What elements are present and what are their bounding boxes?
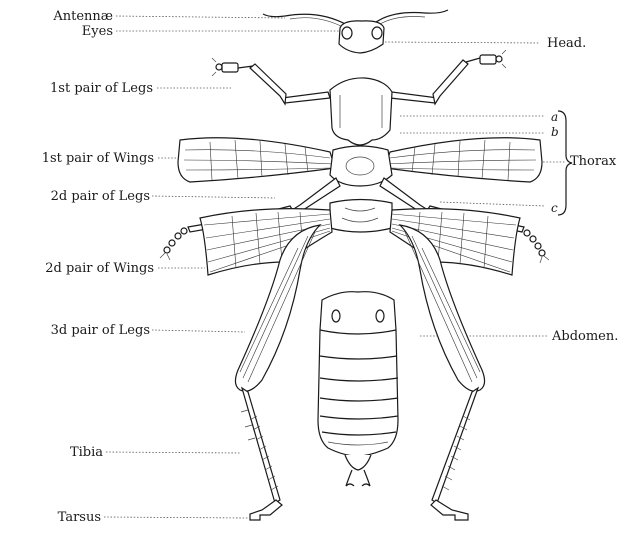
- label-seg-c: c: [551, 201, 558, 215]
- label-antennae: Antennæ: [52, 9, 113, 24]
- label-tarsus: Tarsus: [58, 510, 101, 525]
- label-eyes: Eyes: [82, 24, 113, 39]
- thorax-brace: [558, 111, 572, 215]
- label-seg-a: a: [551, 110, 558, 124]
- prothorax-illustration: [330, 78, 392, 145]
- label-seg-b: b: [551, 125, 559, 139]
- label-wings-2: 2d pair of Wings: [45, 261, 154, 276]
- label-head: Head.: [547, 36, 586, 51]
- label-legs-2: 2d pair of Legs: [51, 189, 150, 204]
- label-legs-1: 1st pair of Legs: [50, 81, 153, 96]
- label-thorax: Thorax: [570, 154, 617, 169]
- label-legs-3: 3d pair of Legs: [51, 323, 150, 338]
- abdomen-illustration: [318, 292, 398, 486]
- head-illustration: [263, 10, 448, 53]
- label-tibia: Tibia: [70, 445, 103, 460]
- label-abdomen: Abdomen.: [551, 329, 618, 344]
- metathorax-illustration: [330, 200, 392, 233]
- label-wings-1: 1st pair of Wings: [42, 151, 154, 166]
